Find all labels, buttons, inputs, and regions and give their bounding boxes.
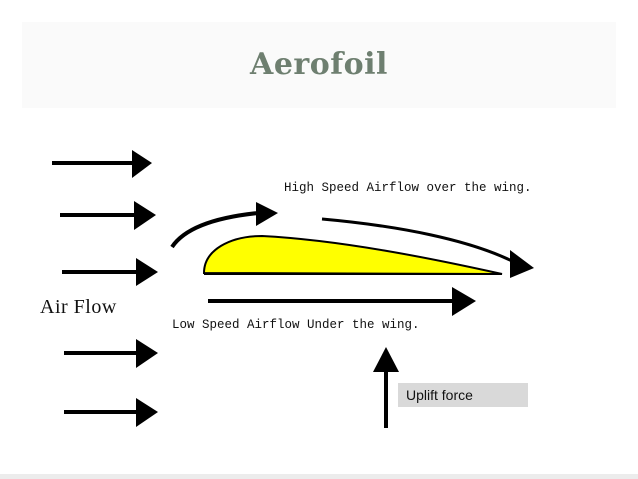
slide-title: Aerofoil	[250, 47, 388, 82]
upper-airflow-arrow	[321, 217, 534, 278]
arrow-right-icon	[52, 150, 152, 178]
title-band: Aerofoil	[22, 22, 616, 108]
arrow-right-icon	[60, 201, 156, 230]
air-flow-label: Air Flow	[40, 296, 117, 318]
arrow-right-icon	[62, 258, 158, 286]
lower-airflow-arrow	[208, 287, 476, 316]
arrow-right-icon	[64, 398, 158, 427]
uplift-force-label: Uplift force	[406, 387, 473, 403]
high-speed-airflow-label: High Speed Airflow over the wing.	[284, 181, 532, 195]
arrow-right-icon	[64, 339, 158, 368]
arrow-up-icon	[373, 347, 399, 428]
leading-edge-curved-arrow	[170, 202, 278, 249]
aerofoil-wing-shape	[202, 234, 503, 275]
uplift-force-box: Uplift force	[398, 383, 528, 407]
bottom-divider	[0, 474, 638, 479]
low-speed-airflow-label: Low Speed Airflow Under the wing.	[172, 318, 420, 332]
airflow-arrows-left	[52, 150, 158, 427]
